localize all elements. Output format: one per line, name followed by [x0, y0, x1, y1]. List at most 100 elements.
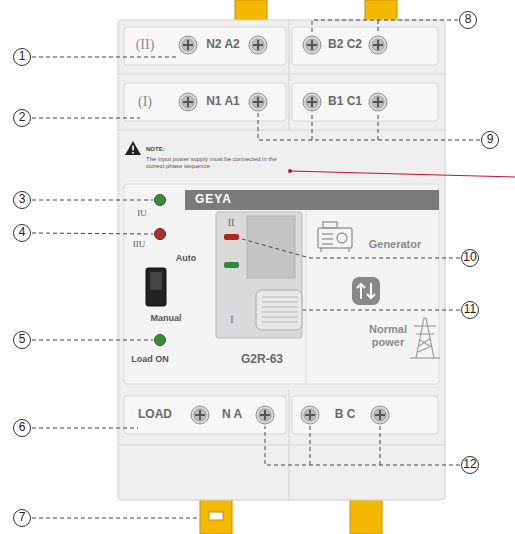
clip-slot [209, 512, 223, 520]
terminal-screw [371, 406, 389, 424]
housing-seam [118, 74, 445, 75]
screw-inner [182, 39, 194, 51]
screw-head [369, 93, 387, 111]
screw-inner [252, 39, 264, 51]
leader-line [32, 118, 140, 119]
screw-head [249, 36, 267, 54]
terminal-screw [249, 93, 267, 111]
handle-ribs [262, 297, 298, 322]
indicator-label: IU [137, 208, 147, 218]
screw-slot [375, 410, 385, 420]
screw-inner [374, 409, 386, 421]
indicator-green [224, 262, 239, 268]
terminal-label: B C [335, 408, 356, 422]
terminal-screw [301, 406, 319, 424]
leader-line [310, 426, 311, 465]
source-label: Normal power [362, 323, 414, 348]
screw-inner [372, 39, 384, 51]
terminal-band [124, 27, 286, 65]
note-text: The input power supply must be connected… [146, 156, 284, 171]
switch-handle [256, 290, 302, 330]
screw-slot [195, 410, 205, 420]
callout-number: 3 [13, 191, 31, 209]
screw-inner [304, 409, 316, 421]
terminal-label: LOAD [138, 408, 172, 422]
leader-line [32, 233, 153, 234]
transfer-arrows [357, 283, 375, 299]
screw-head [369, 36, 387, 54]
terminal-screw [256, 406, 274, 424]
screw-head [371, 406, 389, 424]
screw-slot [253, 97, 263, 107]
pylon-icon [410, 318, 440, 358]
terminal-label: B2 C2 [328, 38, 362, 52]
leader-lines [32, 20, 480, 518]
screw-inner [259, 409, 271, 421]
callout-number: 9 [481, 131, 499, 149]
screw-slot [307, 40, 317, 50]
screw-slot [373, 40, 383, 50]
callout-number: 7 [13, 509, 31, 527]
housing [118, 20, 445, 500]
warning-mark [132, 146, 134, 151]
leader-line [378, 113, 379, 140]
screw-head [303, 36, 321, 54]
screw-inner [252, 96, 264, 108]
screw-group [179, 36, 389, 424]
indicator-label: IIU [133, 239, 146, 249]
warning-mark [132, 152, 134, 154]
housing-seam [118, 130, 445, 131]
screw-inner [372, 96, 384, 108]
model-number: G2R-63 [241, 353, 283, 367]
mode-label: Manual [150, 313, 181, 323]
leader-line [378, 20, 379, 34]
terminal-label: N1 A1 [206, 95, 240, 109]
screw-head [249, 93, 267, 111]
leader-line [32, 200, 153, 201]
module-divider [306, 210, 307, 384]
screw-slot [183, 97, 193, 107]
terminal-band [124, 83, 286, 121]
screw-head [301, 406, 319, 424]
screw-slot [183, 40, 193, 50]
terminal-label: N A [222, 408, 242, 422]
led-green [155, 335, 166, 346]
terminal-screw [303, 93, 321, 111]
housing-seam [118, 445, 445, 446]
note-heading: NOTE: [146, 146, 165, 153]
position-label: I [230, 314, 233, 326]
leader-line [242, 239, 460, 258]
callout-number: 10 [461, 249, 479, 267]
row-marker: (II) [136, 37, 155, 53]
note-pointer [290, 171, 515, 177]
note-pointer-dot [288, 169, 292, 173]
screw-head [191, 406, 209, 424]
indicator-red [224, 234, 239, 240]
screw-inner [194, 409, 206, 421]
screw-slot [307, 97, 317, 107]
terminal-label: B1 C1 [328, 95, 362, 109]
leader-line [32, 57, 176, 58]
mode-switch [146, 268, 166, 306]
row-marker: (I) [138, 94, 152, 110]
leader-line [265, 426, 460, 465]
warning-triangle [125, 141, 141, 155]
brand-name: GEYA [195, 193, 232, 207]
callout-number: 5 [13, 331, 31, 349]
terminal-screw [179, 36, 197, 54]
brand-bar [185, 190, 439, 210]
leader-line [380, 426, 381, 465]
terminal-band [292, 83, 438, 121]
source-label: Generator [369, 238, 422, 251]
callout-number: 6 [13, 419, 31, 437]
leader-line [32, 428, 138, 429]
callout-number: 11 [461, 301, 479, 319]
callout-number: 8 [459, 11, 477, 29]
screw-head [179, 36, 197, 54]
terminal-screw [191, 406, 209, 424]
leader-line [312, 113, 313, 140]
terminal-band [124, 396, 286, 434]
callout-number: 12 [461, 456, 479, 474]
module-divider [289, 20, 290, 130]
